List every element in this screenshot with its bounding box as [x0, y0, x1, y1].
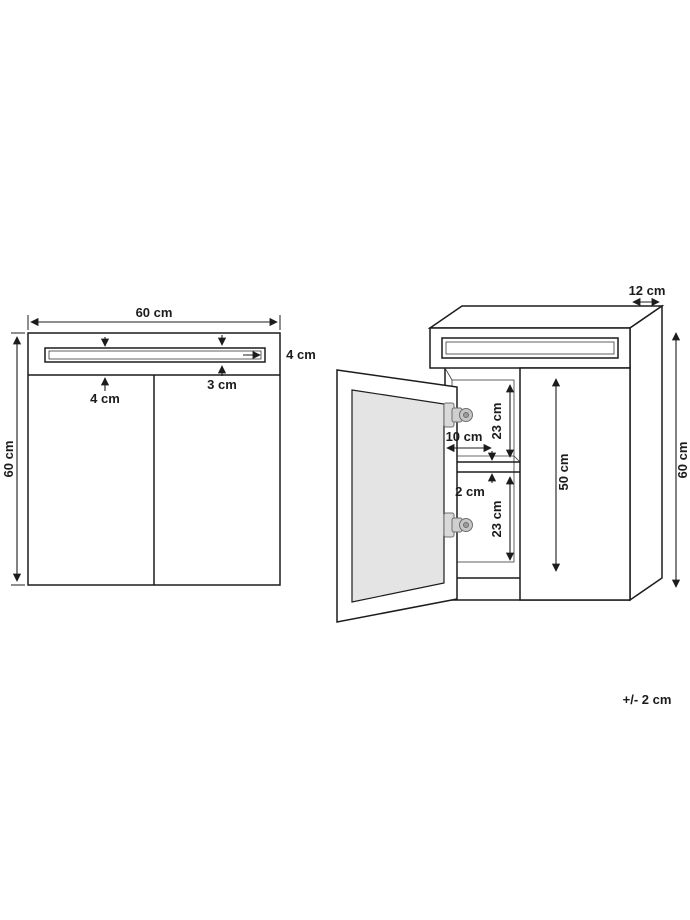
- side-light-strip: [441, 337, 619, 359]
- inner-height-label: 50 cm: [556, 454, 571, 491]
- side-right-face: [629, 304, 663, 602]
- front-light-strip-inner: [48, 350, 262, 360]
- depth-label: 12 cm: [629, 283, 666, 298]
- door-mirror: [351, 389, 445, 603]
- shelf-corner-line: [513, 455, 521, 463]
- strip-height-label: 4 cm: [286, 347, 316, 362]
- side-top-face: [427, 305, 665, 329]
- interior-corner-line: [444, 367, 453, 381]
- front-light-strip: [44, 347, 266, 363]
- shelf-depth-label: 10 cm: [446, 429, 483, 444]
- side-height-label: 60 cm: [675, 442, 690, 479]
- upper-compartment-label: 23 cm: [489, 403, 504, 440]
- closed-door: [519, 367, 631, 601]
- hinge-bottom: [443, 512, 473, 538]
- front-height-label: 60 cm: [1, 441, 16, 478]
- side-view: 12 cm 60 cm 50 cm 23 cm 23 cm 10 cm 2 cm: [336, 283, 690, 623]
- front-width-label: 60 cm: [136, 305, 173, 320]
- interior-back-panel: [451, 379, 515, 563]
- hinge-screw: [463, 522, 469, 528]
- tolerance-note: +/- 2 cm: [623, 692, 672, 707]
- open-door: [336, 369, 458, 623]
- shelf-thickness-label: 2 cm: [455, 484, 485, 499]
- side-light-box-front: [429, 327, 631, 369]
- side-light-strip-inner: [445, 341, 615, 355]
- front-view: 60 cm 60 cm 4 cm 3 cm 4 cm: [1, 305, 316, 586]
- right-gap-label: 3 cm: [207, 377, 237, 392]
- lower-compartment-label: 23 cm: [489, 501, 504, 538]
- hinge-top: [443, 402, 473, 428]
- left-gap-label: 4 cm: [90, 391, 120, 406]
- hinge-screw: [463, 412, 469, 418]
